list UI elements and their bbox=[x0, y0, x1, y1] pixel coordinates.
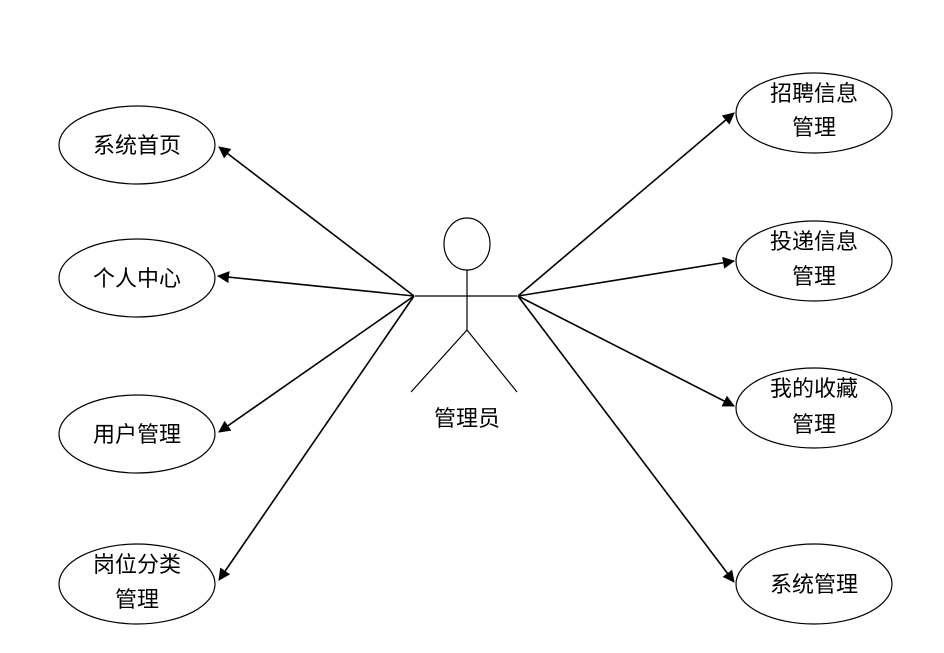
use-case-oval bbox=[735, 543, 893, 625]
use-case-label-line2: 管理 bbox=[115, 588, 159, 613]
arrow-to-personal-center bbox=[217, 271, 415, 297]
use-case-label-line2: 管理 bbox=[792, 116, 836, 141]
use-case-user-management: 用户管理 bbox=[58, 394, 216, 474]
use-case-label: 用户管理 bbox=[93, 423, 181, 448]
arrow-to-delivery-info-management bbox=[517, 256, 735, 297]
use-case-label-line1: 投递信息 bbox=[770, 230, 858, 255]
arrow-to-home bbox=[218, 146, 415, 297]
arrow-to-user-management bbox=[218, 295, 415, 433]
use-case-delivery-info-management: 投递信息 管理 bbox=[735, 220, 893, 302]
use-case-label-line1: 岗位分类 bbox=[93, 553, 181, 578]
use-case-my-favorites-management: 我的收藏 管理 bbox=[735, 367, 893, 449]
arrow-to-job-category-management bbox=[218, 295, 415, 581]
use-case-label-line2: 管理 bbox=[792, 413, 836, 438]
use-case-recruitment-info-management: 招聘信息 管理 bbox=[735, 72, 893, 154]
use-case-label-line1: 招聘信息 bbox=[770, 82, 858, 107]
use-case-job-category-management: 岗位分类 管理 bbox=[58, 543, 216, 625]
use-case-personal-center: 个人中心 bbox=[58, 238, 216, 318]
use-case-system-management: 系统管理 bbox=[735, 543, 893, 625]
actor-figure bbox=[410, 217, 518, 393]
use-case-oval bbox=[58, 394, 216, 474]
actor-left-leg bbox=[410, 329, 468, 393]
actor-label: 管理员 bbox=[434, 407, 500, 432]
use-case-oval bbox=[735, 72, 893, 154]
use-case-label: 系统管理 bbox=[770, 573, 858, 598]
association-arrows bbox=[217, 112, 735, 583]
use-case-label: 系统首页 bbox=[93, 134, 181, 159]
use-case-home: 系统首页 bbox=[58, 105, 216, 185]
use-case-oval bbox=[58, 543, 216, 625]
use-case-oval bbox=[735, 367, 893, 449]
actor-head bbox=[443, 217, 491, 271]
arrow-to-recruitment-info-management bbox=[517, 112, 735, 297]
use-case-oval bbox=[735, 220, 893, 302]
use-case-label-line1: 我的收藏 bbox=[770, 377, 858, 402]
use-case-oval bbox=[58, 238, 216, 318]
use-case-oval bbox=[58, 105, 216, 185]
arrow-to-system-management bbox=[517, 295, 735, 583]
arrow-to-my-favorites-management bbox=[517, 295, 735, 407]
use-case-label-line2: 管理 bbox=[792, 265, 836, 290]
actor-right-leg bbox=[466, 329, 518, 393]
use-case-label: 个人中心 bbox=[93, 267, 181, 292]
